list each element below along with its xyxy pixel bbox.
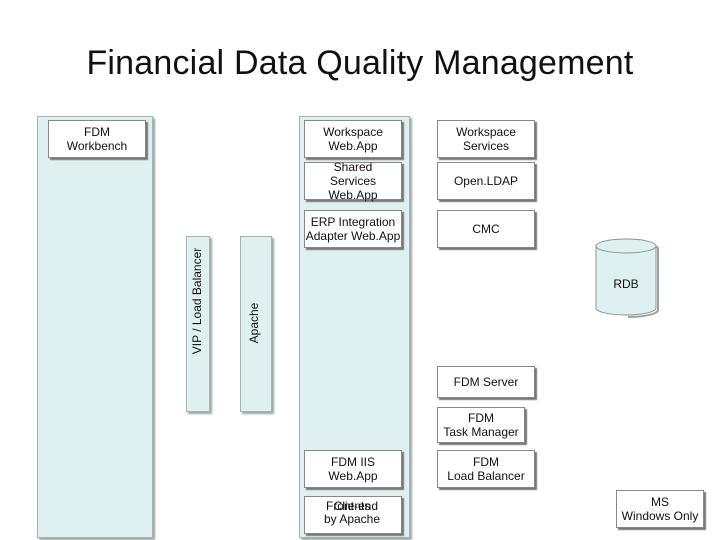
- cmc-box: CMC: [437, 210, 535, 248]
- vip-load-balancer-label: VIP / Load Balancer: [190, 247, 204, 355]
- openldap-box: Open.LDAP: [437, 162, 535, 200]
- apache-bar: [240, 236, 272, 412]
- vip-load-balancer-bar: [186, 236, 210, 412]
- apache-label: Apache: [247, 302, 261, 344]
- erp-integration-box: ERP Integration Adapter Web.App: [304, 210, 402, 248]
- fdm-workbench-label: FDM Workbench: [48, 120, 146, 158]
- fdm-workbench-panel: [37, 116, 153, 538]
- rdb-database-icon: [595, 238, 659, 318]
- rdb-label: RDB: [613, 277, 639, 291]
- workspace-services-box: Workspace Services: [437, 120, 535, 158]
- fdm-iis-webapp-box: FDM IIS Web.App: [304, 450, 402, 488]
- page-title: Financial Data Quality Management: [86, 44, 634, 82]
- fdm-load-balancer-box: FDM Load Balancer: [437, 450, 535, 488]
- workspace-webapp-box: Workspace Web.App: [304, 120, 402, 158]
- front-end-label: Front-end by Apache: [323, 499, 381, 526]
- fdm-server-box: FDM Server: [437, 366, 535, 398]
- front-end-box: [304, 496, 402, 534]
- shared-services-webapp-box: Shared Services Web.App: [304, 160, 402, 202]
- ms-windows-only-note: MS Windows Only: [616, 490, 704, 528]
- fdm-task-manager-box: FDM Task Manager: [437, 407, 525, 443]
- clients-overlay-label: Clients: [333, 499, 371, 513]
